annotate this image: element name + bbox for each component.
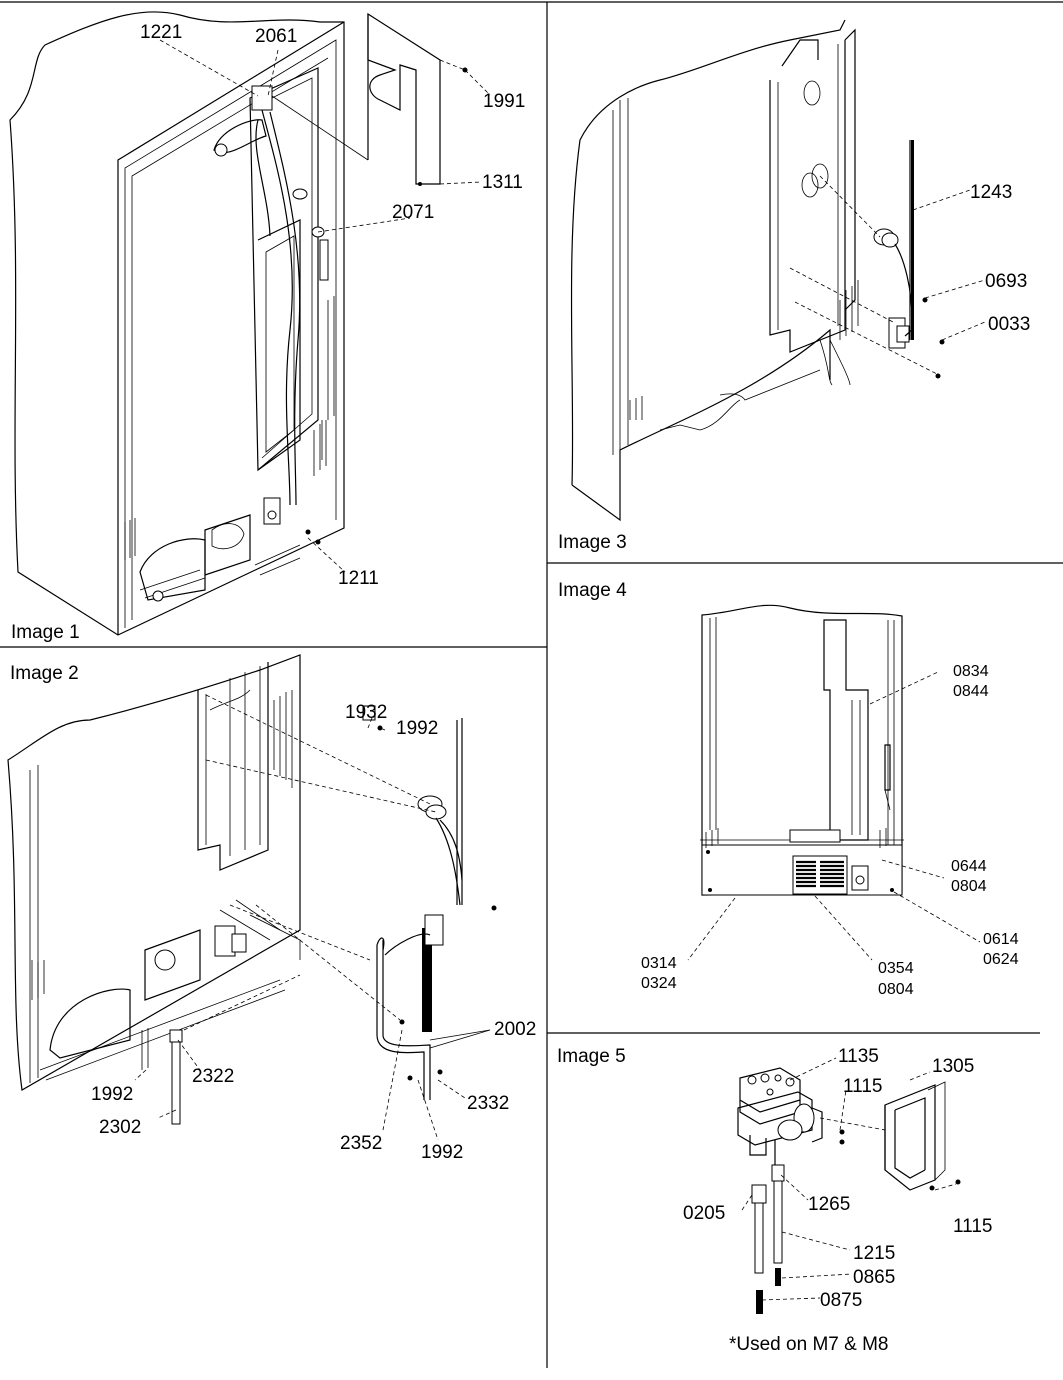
image-4-part-label: 0624 xyxy=(983,951,1019,968)
image-5-caption: Image 5 xyxy=(557,1046,626,1067)
image-4-part-label: 0844 xyxy=(953,683,989,700)
image-5-part-label: 1305 xyxy=(932,1056,974,1077)
image-5-labels: 1135 1305 1115 1265 0205 1115 1215 0865 … xyxy=(557,1046,992,1355)
image-4-part-label: 0354 xyxy=(878,960,914,977)
image-1-part-label: 2061 xyxy=(255,26,297,47)
image-4-part-label: 0644 xyxy=(951,858,987,875)
image-1-drawing xyxy=(9,11,491,636)
image-2-drawing xyxy=(7,654,497,1141)
image-2-part-label: 2302 xyxy=(99,1117,141,1138)
image-4-part-label: 0314 xyxy=(641,955,677,972)
image-3-caption: Image 3 xyxy=(558,532,627,553)
image-2-caption: Image 2 xyxy=(10,663,79,684)
image-3-labels: 1243 0693 0033 Image 3 xyxy=(558,182,1030,553)
image-5-footnote: *Used on M7 & M8 xyxy=(729,1334,888,1355)
image-4-part-label: 0324 xyxy=(641,975,677,992)
image-2-part-label: 2352 xyxy=(340,1133,382,1154)
image-4-drawing xyxy=(687,604,981,961)
image-5-part-label: 0875 xyxy=(820,1290,862,1311)
image-2-part-label: 1932 xyxy=(345,702,387,723)
image-3-part-label: 0033 xyxy=(988,314,1030,335)
image-4-labels: 0834 0844 0644 0804 0614 0624 0314 0324 … xyxy=(558,580,1019,998)
image-5-part-label: 0865 xyxy=(853,1267,895,1288)
image-4-part-label: 0834 xyxy=(953,663,989,680)
image-4-part-label: 0804 xyxy=(951,878,987,895)
image-1-part-label: 1211 xyxy=(338,568,379,589)
image-5-part-label: 1215 xyxy=(853,1243,895,1264)
image-4-part-label: 0614 xyxy=(983,931,1019,948)
image-1-caption: Image 1 xyxy=(11,622,80,643)
image-3-drawing xyxy=(570,19,986,522)
image-4-caption: Image 4 xyxy=(558,580,627,601)
image-1-part-label: 1311 xyxy=(482,172,523,193)
image-2-part-label: 2002 xyxy=(494,1019,536,1040)
image-4-part-label: 0804 xyxy=(878,981,914,998)
image-2-part-label: 2322 xyxy=(192,1066,234,1087)
image-1-labels: 1221 2061 1991 1311 2071 1211 Image 1 xyxy=(11,22,525,643)
image-2-part-label: 2332 xyxy=(467,1093,509,1114)
image-5-part-label: 1135 xyxy=(838,1046,879,1067)
image-5-part-label: 1265 xyxy=(808,1194,850,1215)
image-1-part-label: 1991 xyxy=(483,91,525,112)
image-5-part-label: 1115 xyxy=(843,1076,882,1097)
image-1-part-label: 1221 xyxy=(140,22,182,43)
image-5-part-label: 0205 xyxy=(683,1203,725,1224)
image-1-part-label: 2071 xyxy=(392,202,434,223)
image-2-part-label: 1992 xyxy=(396,718,438,739)
image-5-part-label: 1115 xyxy=(953,1216,992,1237)
image-3-part-label: 0693 xyxy=(985,271,1027,292)
image-2-part-label: 1992 xyxy=(91,1084,133,1105)
image-2-labels: 1932 1992 2002 1992 2322 2302 2332 2352 … xyxy=(10,663,536,1163)
image-2-part-label: 1992 xyxy=(421,1142,463,1163)
image-3-part-label: 1243 xyxy=(970,182,1012,203)
image-5-drawing xyxy=(737,1057,961,1314)
